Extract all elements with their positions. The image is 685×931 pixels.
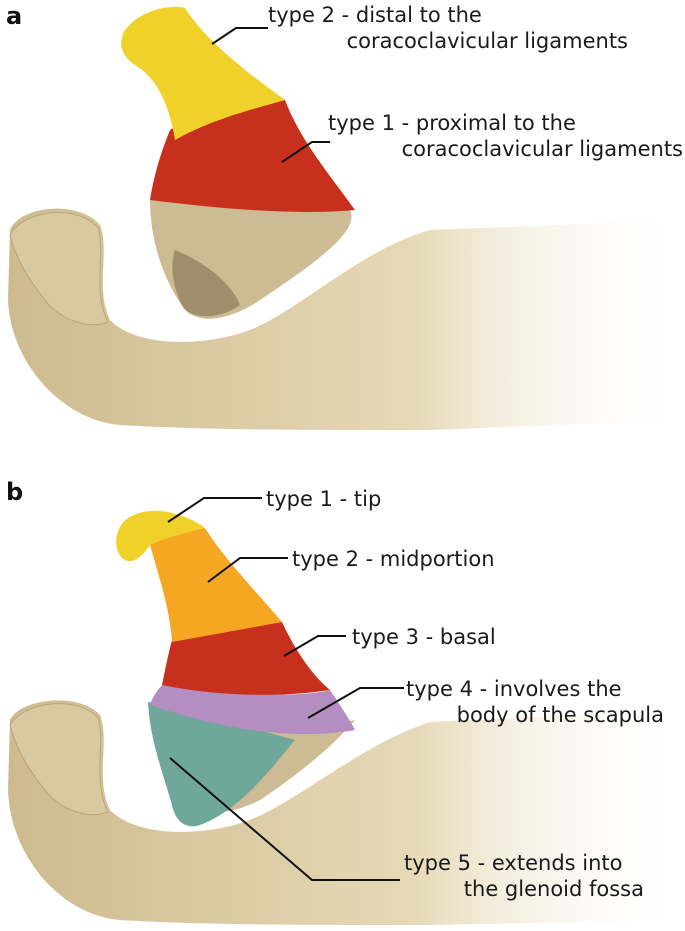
panel-letter-a: a (6, 2, 23, 30)
leader-line-b-type3 (283, 635, 346, 657)
region-type4 (150, 685, 355, 735)
glenoid-rim (9, 212, 109, 326)
label-b-type5: type 5 - extends into the glenoid fossa (404, 851, 644, 901)
panel-a: a type 2 - distal to the coracoclavicula… (0, 0, 685, 440)
label-b-type3: type 3 - basal (352, 625, 496, 649)
region-type1 (116, 510, 205, 562)
region-type5 (148, 702, 295, 827)
leader-line-a-type1 (281, 141, 330, 163)
region-type2 (150, 528, 282, 642)
label-b-type4: type 4 - involves the body of the scapul… (406, 677, 664, 727)
leader-line-a-type2 (211, 27, 268, 45)
region-type3 (162, 622, 330, 695)
leader-line-b-type1 (167, 497, 262, 523)
coracoid-illustration-a (8, 6, 685, 430)
region-type2-distal (121, 6, 285, 141)
leader-line-b-type4 (307, 687, 404, 719)
label-a-type1: type 1 - proximal to the coracoclavicula… (328, 111, 683, 161)
panel-b: b type 1 - tip type 2 - mi (0, 470, 685, 931)
leader-line-b-type5 (169, 757, 400, 881)
leader-line-b-type2 (207, 557, 288, 583)
label-a-type2: type 2 - distal to the coracoclavicular … (268, 3, 628, 53)
scapula-body (8, 208, 685, 430)
glenoid-rim-b (9, 703, 109, 816)
label-b-type1: type 1 - tip (266, 487, 382, 511)
region-type1-proximal (150, 100, 355, 212)
label-b-type2: type 2 - midportion (292, 547, 495, 571)
coracoid-illustration-b (8, 497, 685, 925)
bone-shadow (172, 250, 240, 317)
scapula-body-b (8, 700, 685, 925)
panel-letter-b: b (6, 478, 24, 506)
